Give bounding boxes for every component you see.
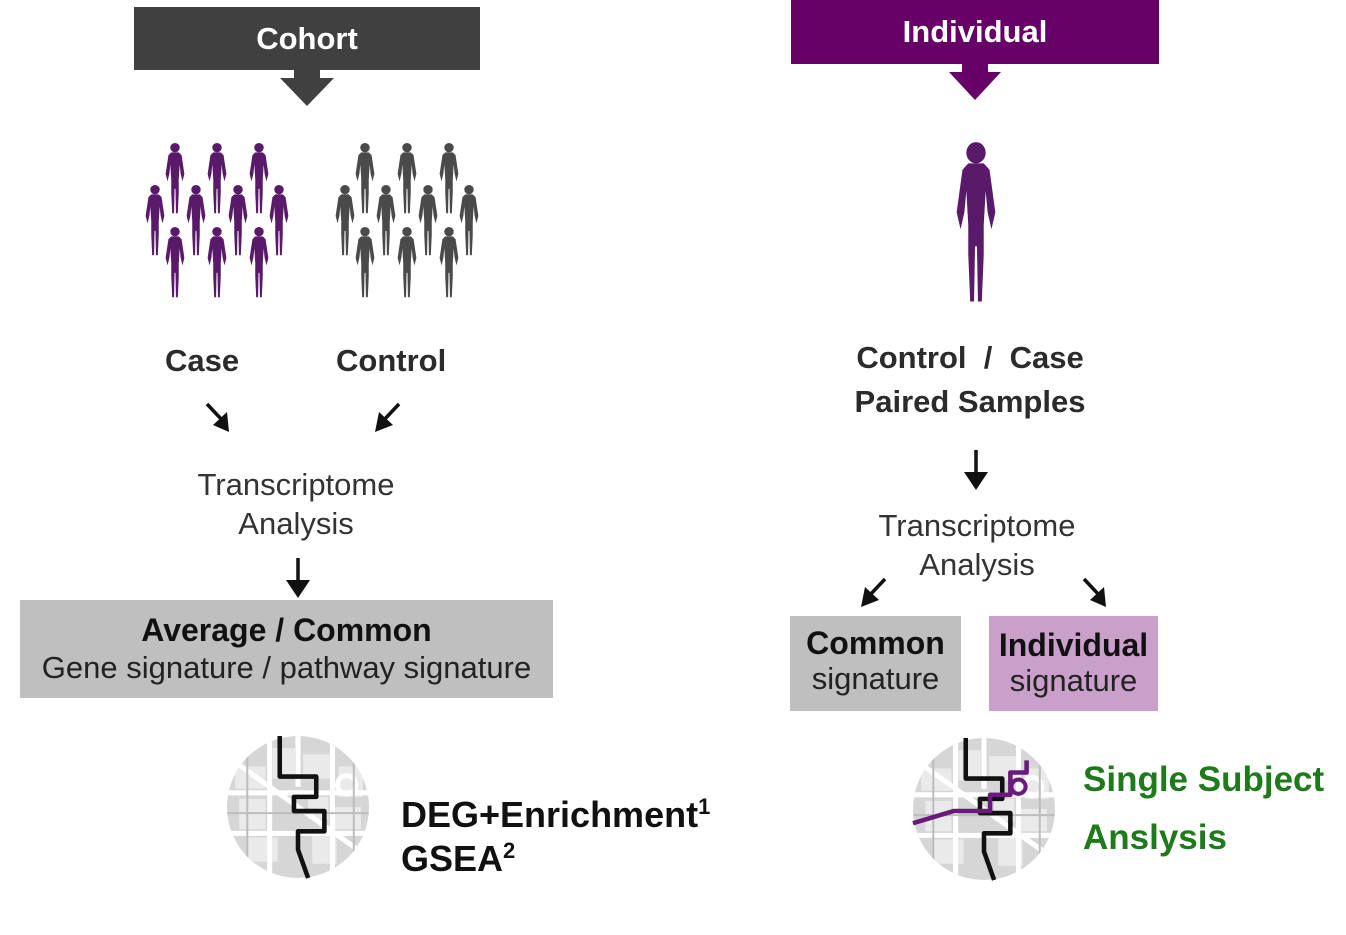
case-label: Case [165, 343, 240, 378]
result-line2: Anslysis [1083, 818, 1227, 857]
person-figure-icon [956, 142, 996, 302]
cohort-down-arrow-icon [280, 68, 334, 106]
cohort-analysis-label: Transcriptome Analysis [186, 465, 406, 543]
common-arrow-icon [861, 577, 887, 607]
average-common-box: Average / Common Gene signature / pathwa… [20, 600, 553, 698]
individual-header-label: Individual [902, 14, 1048, 49]
single-subject-analysis: Single Subject Anslysis [1083, 751, 1324, 867]
individual-signature-box: Individual signature [989, 616, 1158, 711]
cohort-header: Cohort [134, 7, 480, 70]
method2-ref: 2 [503, 838, 516, 863]
individual-signature-sub: signature [1009, 663, 1138, 698]
average-common-title: Average / Common [141, 612, 432, 648]
individual-arrow-icon [1082, 577, 1106, 607]
common-signature-title: Common [806, 625, 945, 661]
cohort-analysis-line2: Analysis [238, 506, 354, 541]
pathway-map-icon [227, 736, 369, 879]
paired-samples-label: Control / Case Paired Samples [820, 336, 1120, 424]
result-line1: Single Subject [1083, 760, 1325, 799]
cohort-analysis-arrow-icon [286, 558, 310, 598]
case-arrow-icon [205, 402, 229, 432]
control-label: Control [336, 343, 447, 378]
samples-line1: Control / Case [856, 340, 1084, 375]
method-gsea: GSEA2 [401, 838, 516, 879]
individual-signature-title: Individual [998, 627, 1149, 663]
individual-header: Individual [791, 0, 1159, 64]
method1-ref: 1 [698, 794, 711, 819]
average-common-subtitle: Gene signature / pathway signature [41, 650, 532, 685]
common-signature-sub: signature [811, 661, 940, 696]
cohort-header-label: Cohort [256, 20, 358, 56]
single-subject-map-icon [912, 738, 1055, 881]
individual-samples-arrow-icon [964, 450, 988, 490]
control-people-group-icon [335, 142, 479, 298]
samples-line2: Paired Samples [854, 384, 1086, 419]
case-people-group-icon [145, 142, 289, 298]
individual-down-arrow-icon [949, 62, 1001, 100]
common-signature-box: Common signature [790, 616, 961, 711]
individual-analysis-label: Transcriptome Analysis [867, 506, 1087, 584]
method-deg-enrichment: DEG+Enrichment1 [401, 794, 711, 835]
cohort-analysis-line1: Transcriptome [197, 467, 395, 502]
individual-analysis-line2: Analysis [919, 547, 1035, 582]
control-arrow-icon [375, 402, 401, 432]
individual-analysis-line1: Transcriptome [878, 508, 1076, 543]
cohort-methods: DEG+Enrichment1 GSEA2 [401, 793, 710, 881]
